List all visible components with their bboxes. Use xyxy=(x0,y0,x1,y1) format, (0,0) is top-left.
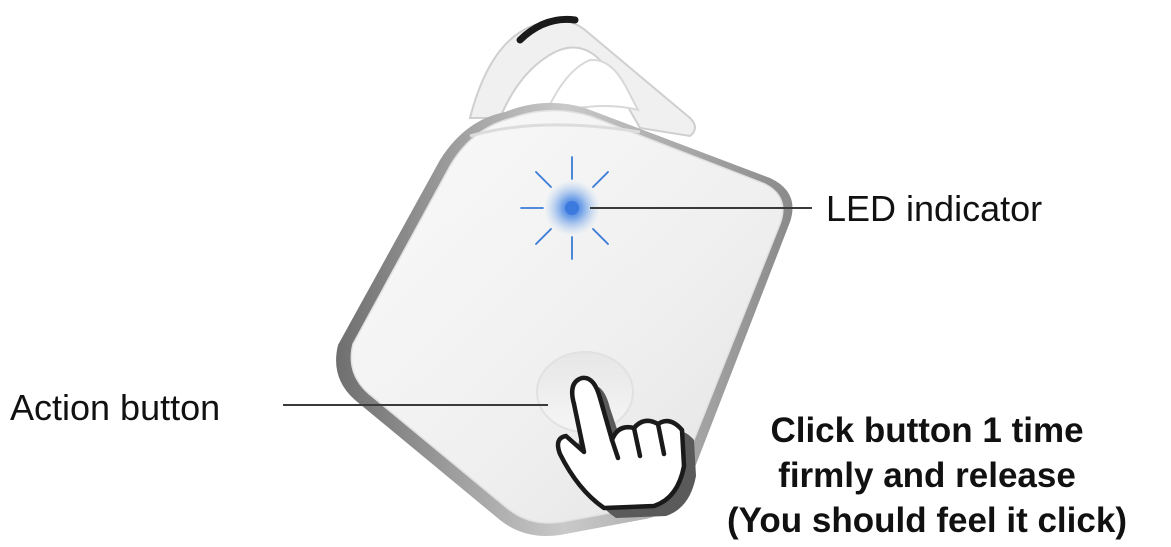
instruction-line-3: (You should feel it click) xyxy=(687,498,1167,543)
instruction-line-1: Click button 1 time xyxy=(687,408,1167,453)
led-indicator-label: LED indicator xyxy=(826,191,1042,227)
instruction-line-2: firmly and release xyxy=(687,453,1167,498)
instruction-text: Click button 1 time firmly and release (… xyxy=(687,408,1167,543)
action-button-label: Action button xyxy=(10,390,220,426)
